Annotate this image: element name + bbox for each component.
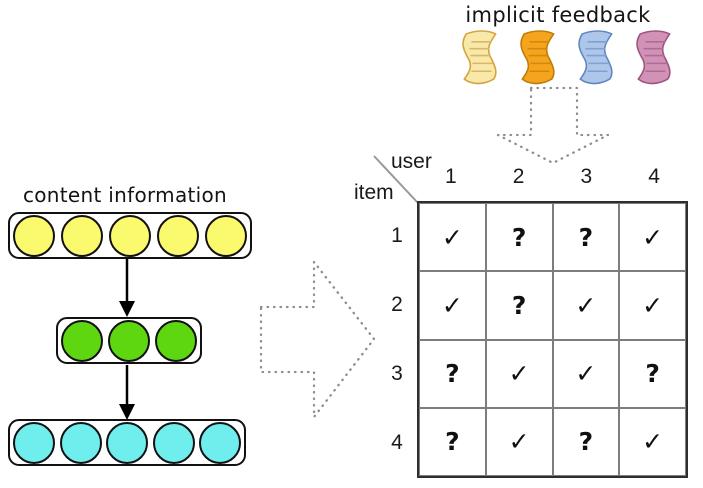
matrix-cell-r4c4: ✓ [619, 407, 686, 476]
neuron-circle [155, 319, 197, 362]
matrix-row-headers: 1 2 3 4 [382, 201, 412, 478]
matrix-cell-r2c3: ✓ [552, 271, 620, 340]
content-information-label: content information [22, 183, 228, 207]
user-axis-label: user [391, 150, 432, 173]
matrix-cell-r4c3: ? [552, 407, 620, 476]
neuron-circle [205, 214, 247, 257]
matrix-cell-r1c1: ✓ [419, 203, 486, 272]
matrix-cell-r4c2: ✓ [485, 407, 553, 476]
blue-scroll-icon [578, 30, 613, 85]
matrix-cell-r2c2: ? [485, 271, 553, 340]
neuron-circle [157, 214, 199, 257]
neuron-circle [108, 319, 150, 362]
down-arrow-outline [496, 86, 610, 165]
matrix-cell-r4c1: ? [419, 407, 486, 476]
matrix-grid: ✓??✓✓?✓✓?✓✓??✓?✓ [417, 201, 688, 478]
neuron-circle [61, 319, 103, 362]
matrix-cell-r2c1: ✓ [419, 271, 486, 340]
matrix-cell-r3c2: ✓ [485, 339, 553, 408]
matrix-cell-r1c3: ? [552, 203, 620, 272]
matrix-col-headers: 1 2 3 4 [417, 161, 688, 193]
implicit-feedback-label: implicit feedback [465, 3, 651, 27]
neuron-circle [109, 214, 151, 257]
hidden-to-output-arrow [119, 365, 135, 420]
feedback-to-matrix-arrow [496, 86, 610, 165]
col-header-4: 4 [648, 165, 660, 188]
neuron-circle [61, 214, 103, 257]
matrix-cell-r1c4: ✓ [619, 203, 686, 272]
matrix-cell-r3c4: ? [619, 339, 686, 408]
neuron-circle [106, 421, 148, 464]
content-to-matrix-arrow [259, 260, 376, 419]
row-header-3: 3 [391, 362, 403, 386]
matrix-cell-r1c2: ? [485, 203, 553, 272]
neuron-circle [13, 214, 55, 257]
right-arrow-outline [259, 260, 376, 419]
pink-scroll-icon [636, 30, 671, 85]
col-header-3: 3 [580, 165, 593, 188]
yellow-scroll-icon [462, 30, 497, 85]
orange-scroll-icon [520, 30, 555, 85]
neuron-circle [13, 421, 55, 464]
row-header-2: 2 [391, 292, 403, 316]
matrix-cell-r3c3: ✓ [552, 339, 620, 408]
neuron-circle [59, 421, 102, 464]
matrix-cell-r2c4: ✓ [619, 271, 686, 340]
input-to-hidden-arrow [119, 259, 135, 317]
header-diagonal-line [373, 155, 419, 204]
matrix-cell-r3c1: ? [419, 339, 486, 408]
col-header-1: 1 [445, 165, 457, 188]
row-header-4: 4 [391, 431, 403, 455]
neuron-circle [152, 421, 195, 464]
scroll-row [456, 30, 676, 85]
latent-output-layer [8, 419, 246, 466]
hidden-layer [56, 317, 202, 364]
row-header-1: 1 [391, 223, 403, 247]
content-input-layer [8, 212, 252, 259]
col-header-2: 2 [512, 165, 525, 188]
item-axis-label: item [354, 181, 394, 204]
neuron-circle [199, 421, 241, 464]
